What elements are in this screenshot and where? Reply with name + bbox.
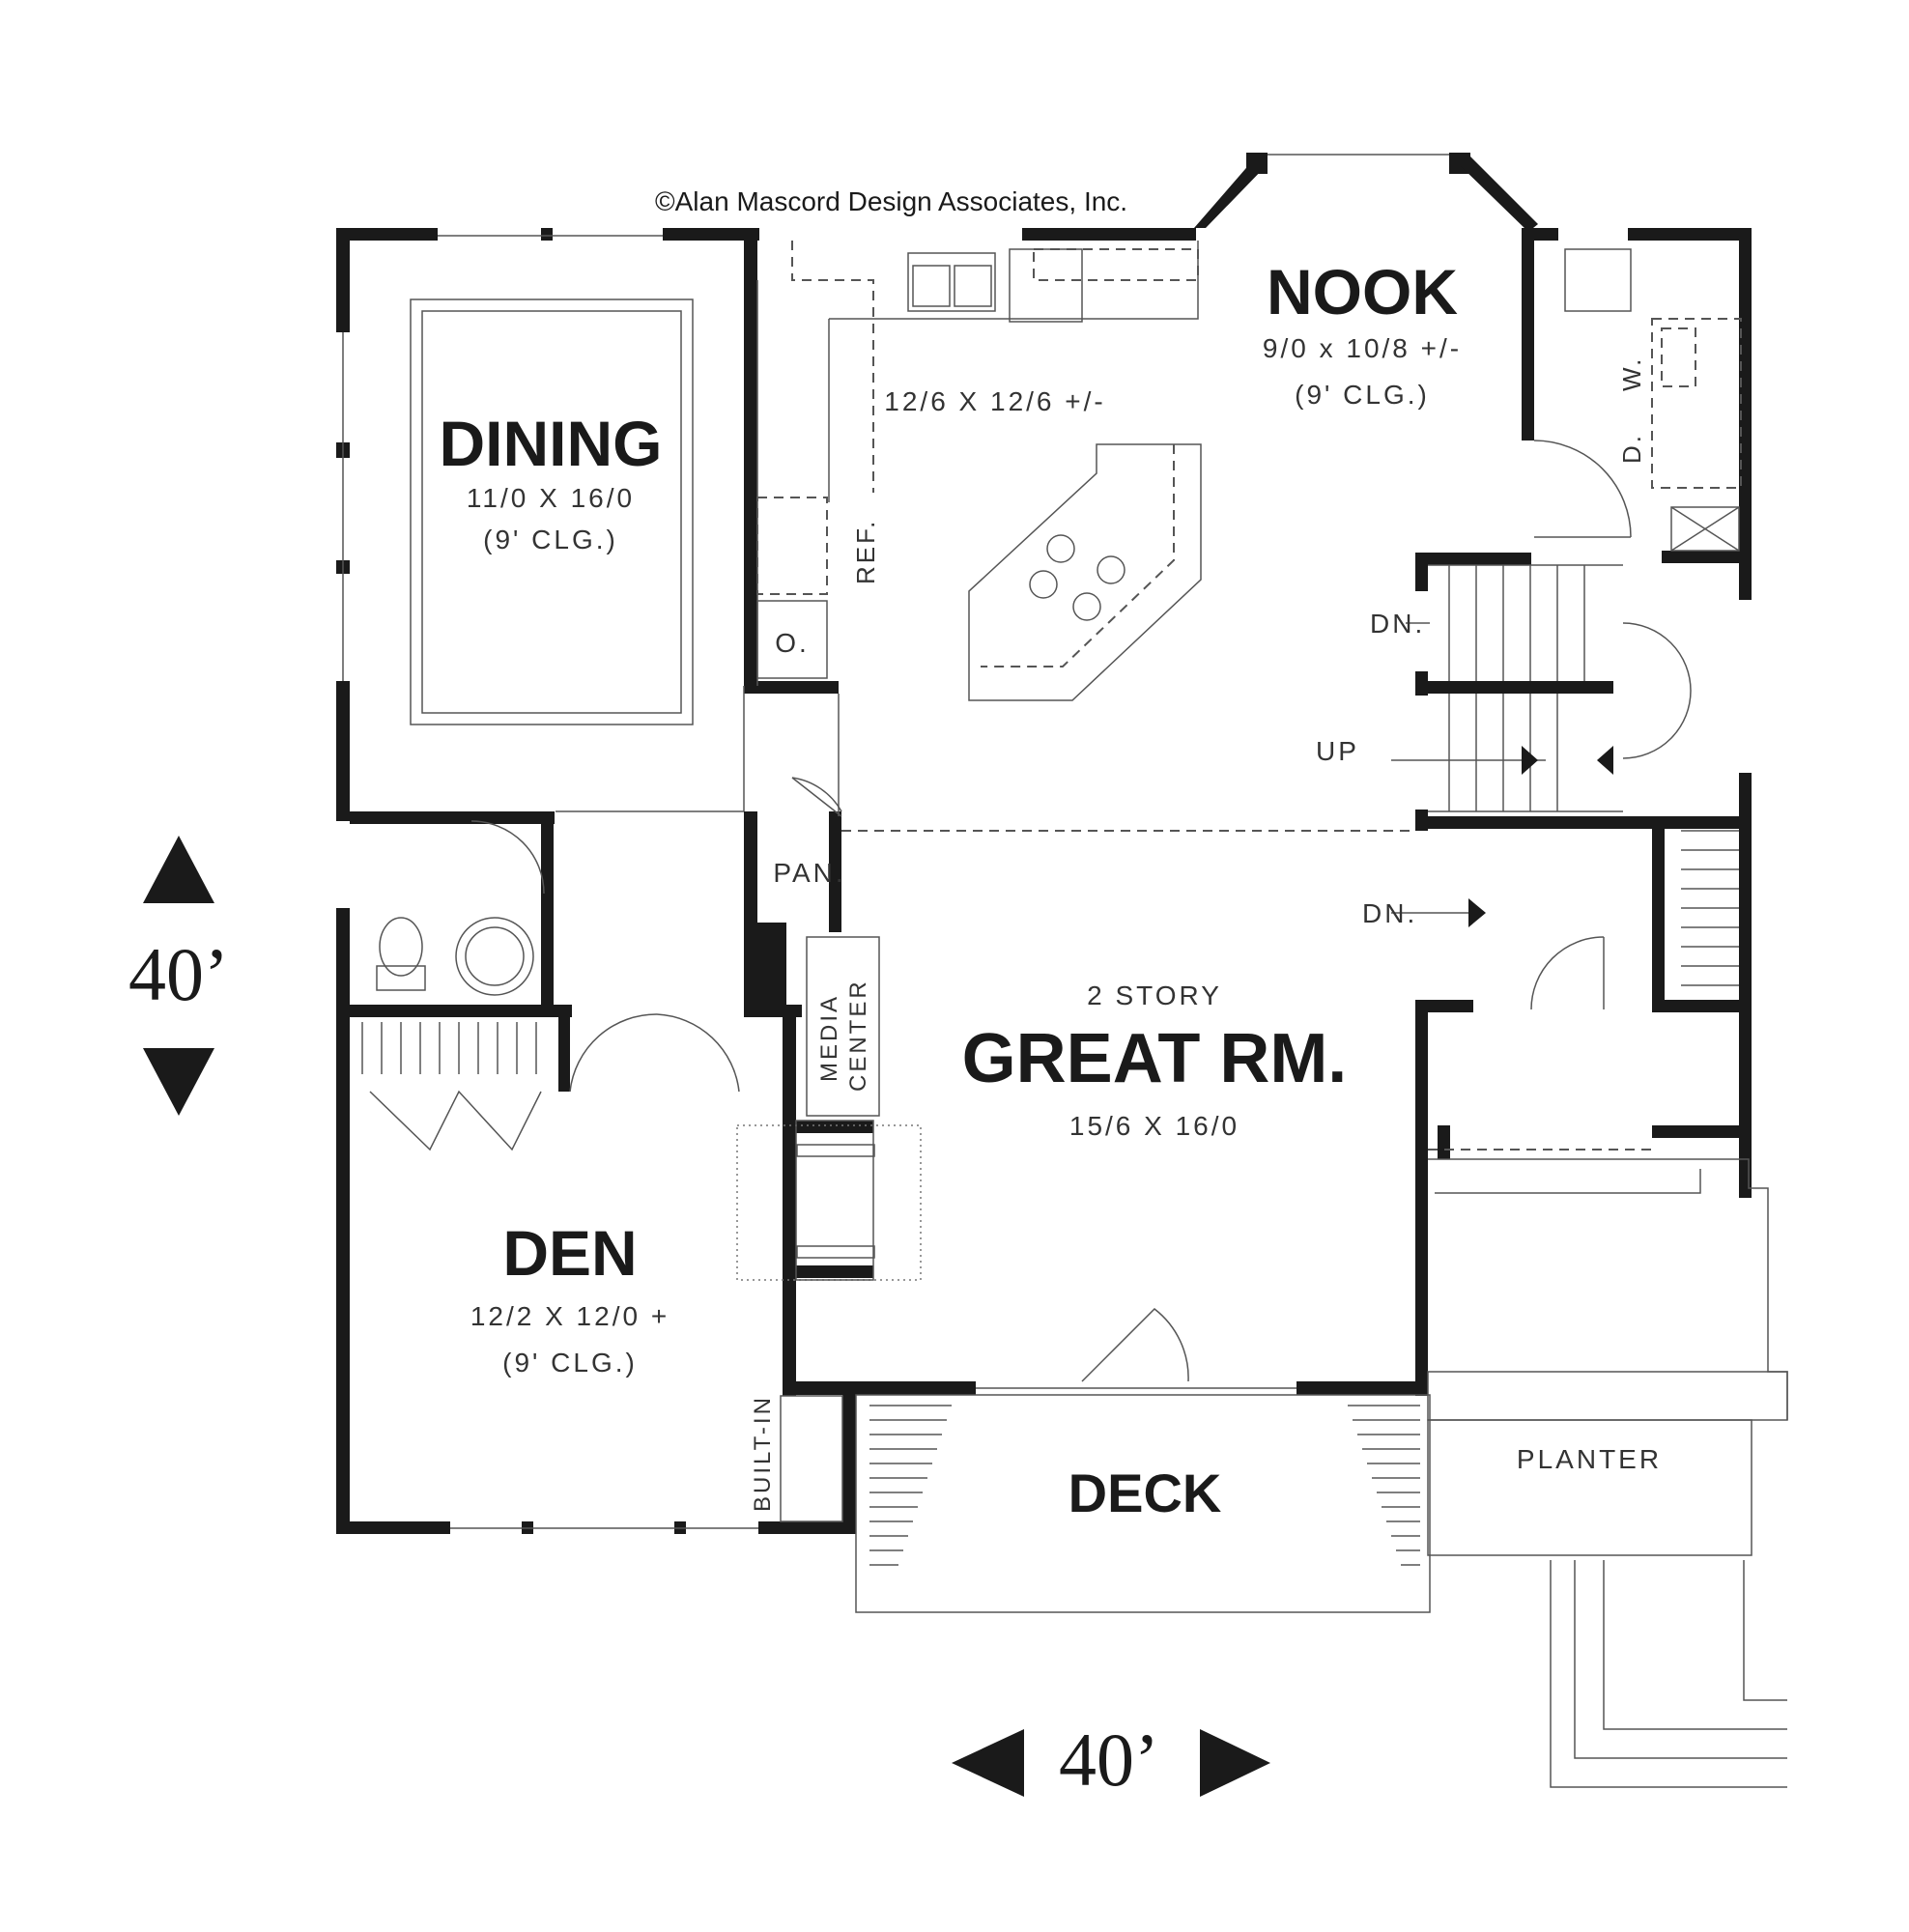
dining-name: DINING [440, 408, 663, 479]
stair-down-label-1: DN. [1370, 609, 1425, 639]
nook-size: 9/0 x 10/8 +/- [1263, 333, 1462, 363]
stair-down-label-2: DN. [1362, 898, 1417, 928]
oven-label: O. [775, 628, 810, 658]
den-ceiling: (9' CLG.) [502, 1348, 638, 1378]
great-room-note: 2 STORY [1087, 980, 1222, 1010]
den-size: 12/2 X 12/0 + [470, 1301, 670, 1331]
great-room-size: 15/6 X 16/0 [1069, 1111, 1239, 1141]
width-dimension: 40’ [952, 1718, 1270, 1802]
walls [336, 153, 1752, 1534]
media-label-1: MEDIA [816, 994, 842, 1082]
dryer-label: D. [1617, 433, 1646, 464]
dining-ceiling: (9' CLG.) [483, 525, 618, 554]
media-label-2: CENTER [845, 979, 871, 1092]
copyright-text: ©Alan Mascord Design Associates, Inc. [655, 186, 1127, 216]
deck-name: DECK [1068, 1463, 1222, 1523]
nook-ceiling: (9' CLG.) [1295, 380, 1430, 410]
stair-up-label: UP [1316, 736, 1359, 766]
nook-name: NOOK [1267, 256, 1458, 327]
arrow-down-icon [143, 1048, 214, 1116]
arrow-left-icon [952, 1729, 1024, 1797]
kitchen-size: 12/6 X 12/6 +/- [884, 386, 1105, 416]
built-in-label: BUILT-IN [750, 1395, 776, 1512]
den-name: DEN [502, 1217, 637, 1289]
depth-dimension: 40’ [128, 836, 229, 1116]
planter-name: PLANTER [1517, 1444, 1662, 1474]
depth-dimension-text: 40’ [128, 932, 229, 1016]
arrow-up-icon [143, 836, 214, 903]
arrow-right-icon [1200, 1729, 1270, 1797]
washer-label: W. [1617, 356, 1646, 391]
pantry-label: PAN. [773, 858, 845, 888]
ref-label: REF. [851, 519, 880, 584]
fixtures [342, 154, 1788, 1788]
dining-size: 11/0 X 16/0 [467, 483, 635, 513]
great-room-name: GREAT RM. [962, 1020, 1348, 1097]
width-dimension-text: 40’ [1059, 1718, 1159, 1802]
